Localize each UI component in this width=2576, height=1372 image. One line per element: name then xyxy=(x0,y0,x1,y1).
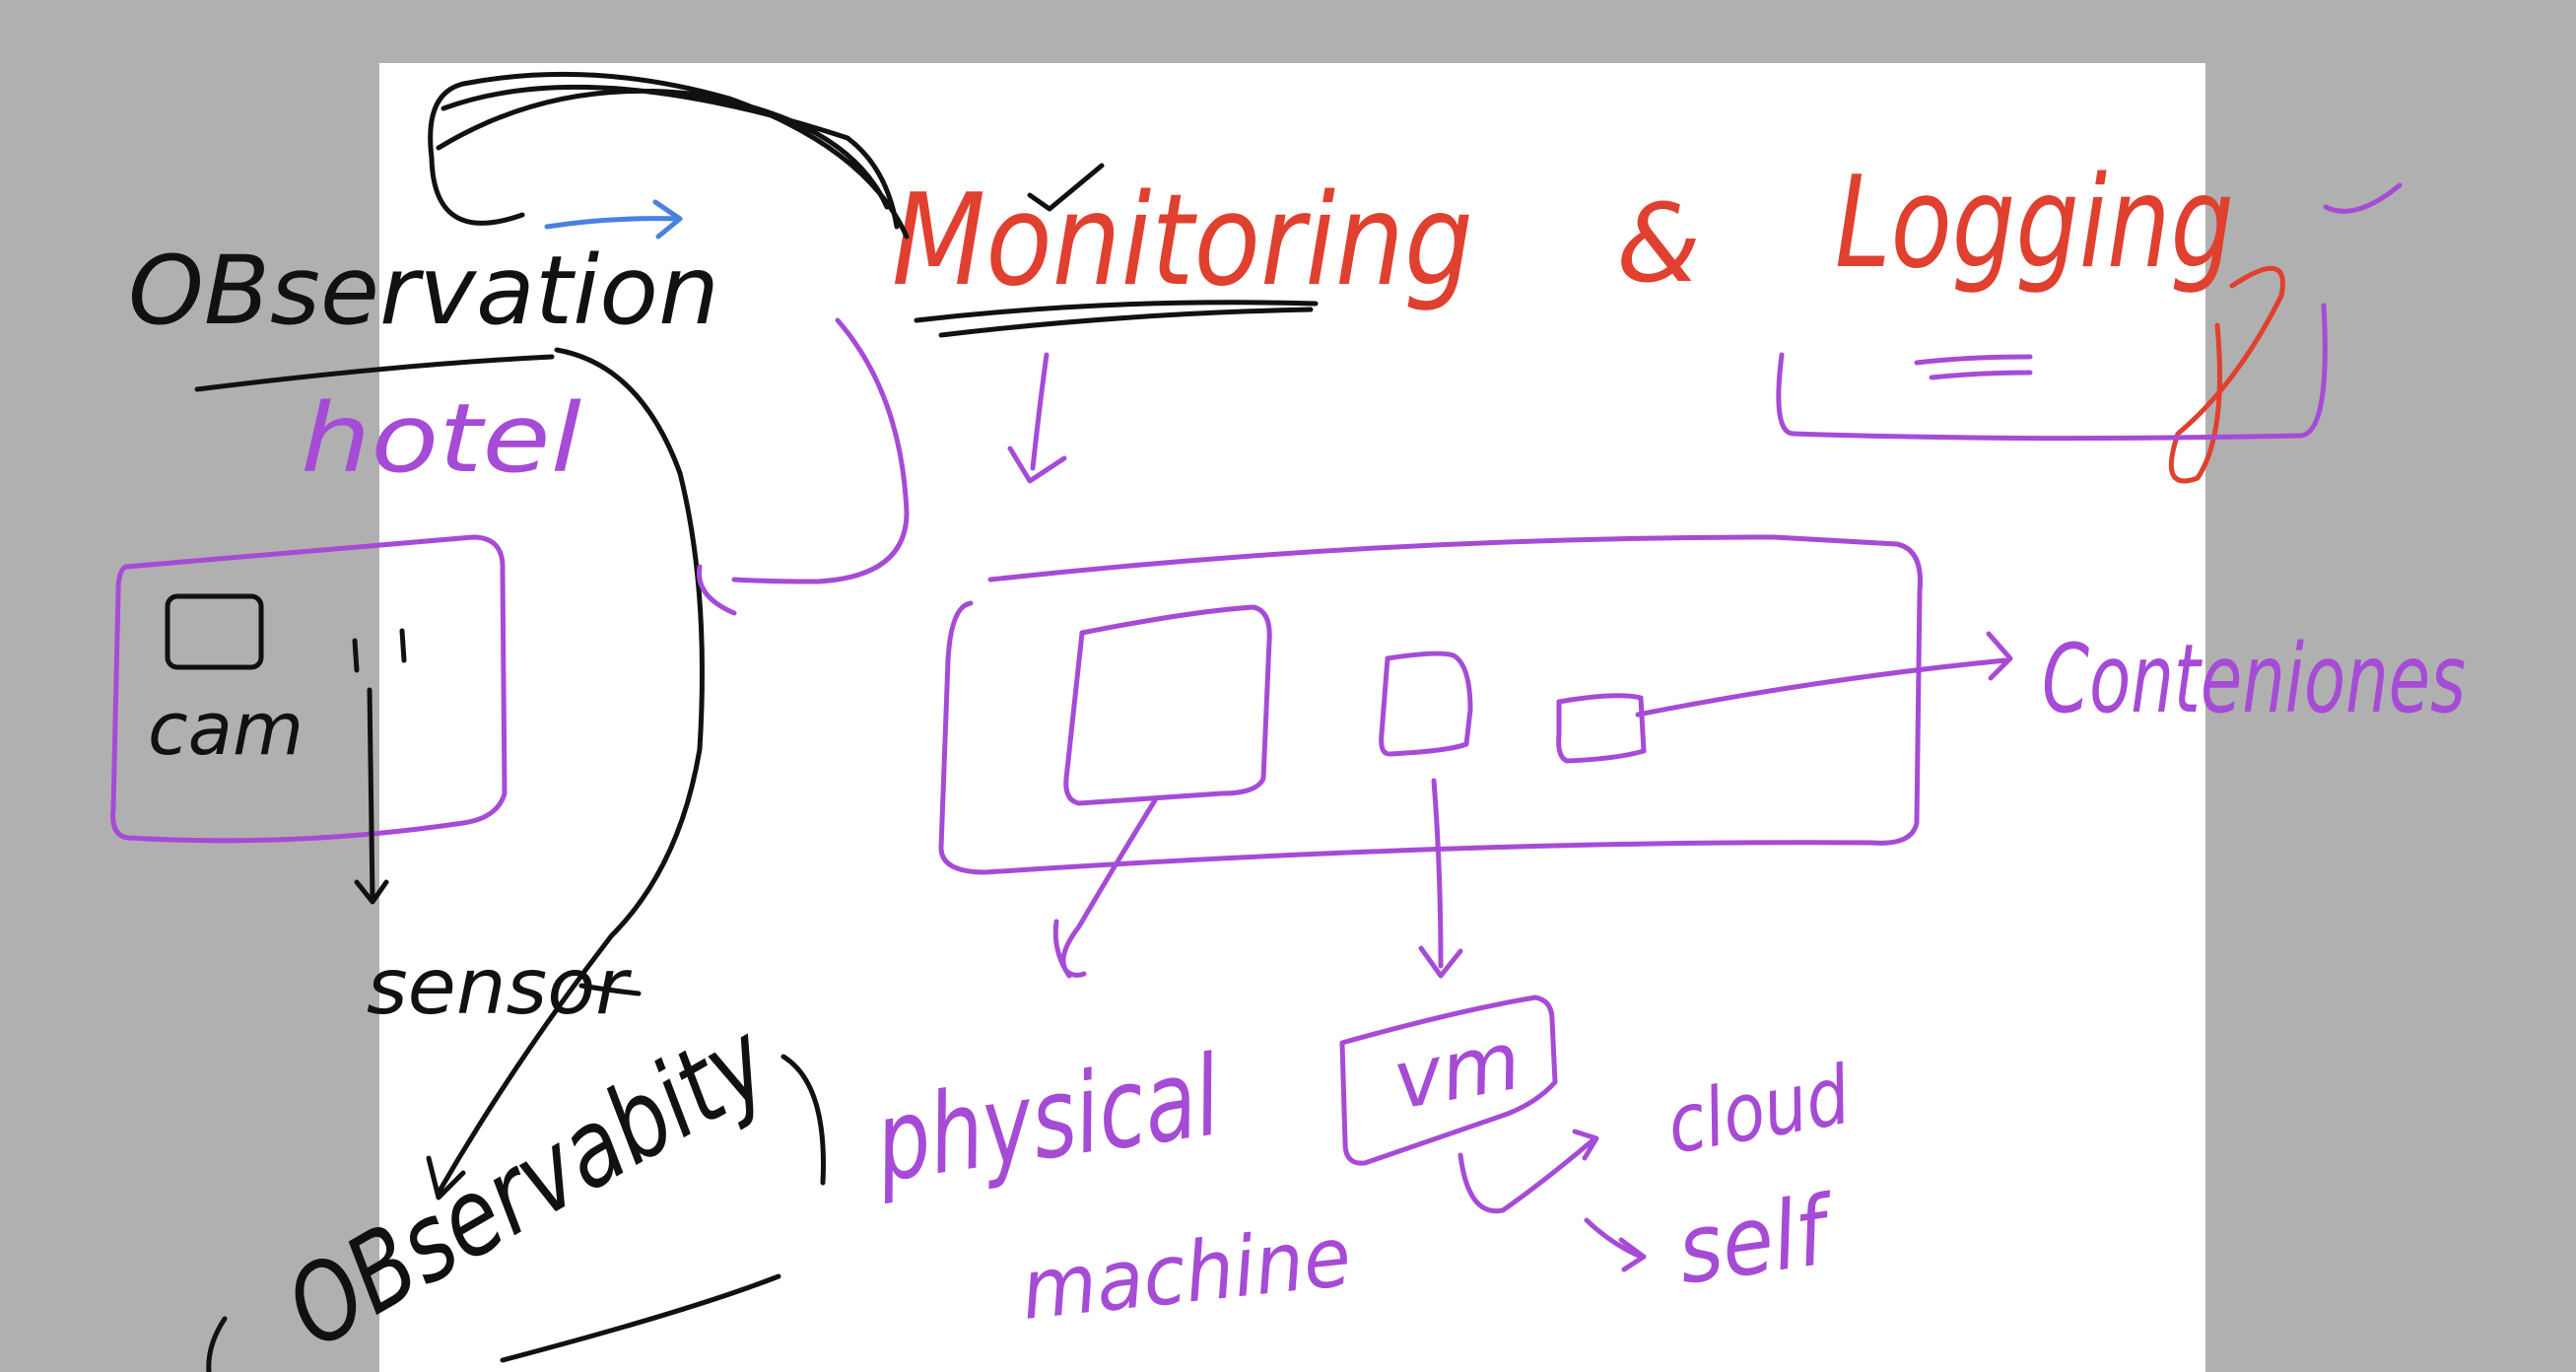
hotel-box xyxy=(110,534,508,844)
physical-square xyxy=(1063,604,1272,806)
monitoring-down-arrow xyxy=(1007,352,1067,484)
vm-arrow xyxy=(1418,778,1463,979)
camera-icon xyxy=(165,593,264,670)
logging-underline xyxy=(1914,354,2033,380)
title-ampersand: & xyxy=(1616,180,1701,307)
label-observation: OBservation xyxy=(128,236,719,346)
label-cam: cam xyxy=(148,687,304,772)
machine-box xyxy=(938,534,1924,875)
container-square xyxy=(1556,693,1647,764)
monitoring-bracket xyxy=(696,317,910,616)
observation-loop-curve xyxy=(428,71,910,240)
logging-bracket xyxy=(1776,303,2328,442)
vm-box xyxy=(1339,995,1558,1166)
sensor-arrow xyxy=(354,687,389,905)
observation-underline xyxy=(194,354,555,392)
monitoring-checkmark xyxy=(1027,163,1105,212)
label-self: self xyxy=(1671,1174,1844,1305)
container-arrow xyxy=(1635,631,2013,718)
observability-underline xyxy=(500,1273,781,1363)
sensor-tail xyxy=(578,983,642,996)
label-vm: vm xyxy=(1387,1014,1527,1129)
vm-branch-arrows xyxy=(1457,1129,1647,1272)
logging-check xyxy=(2323,182,2403,214)
label-hotel: hotel xyxy=(301,383,581,494)
vm-square xyxy=(1379,651,1473,757)
observability-parens xyxy=(206,1054,826,1372)
monitoring-underline xyxy=(914,300,1319,338)
label-containers: Conteniones xyxy=(2042,624,2466,734)
whiteboard-page xyxy=(379,63,2205,1372)
camera-dots xyxy=(352,628,407,673)
title-monitoring: Monitoring xyxy=(892,168,1473,314)
physical-arrow xyxy=(1052,797,1158,979)
title-logging: Logging xyxy=(1835,150,2234,297)
observation-blue-arrow xyxy=(544,199,683,240)
observation-to-observability-curve xyxy=(426,347,705,1200)
